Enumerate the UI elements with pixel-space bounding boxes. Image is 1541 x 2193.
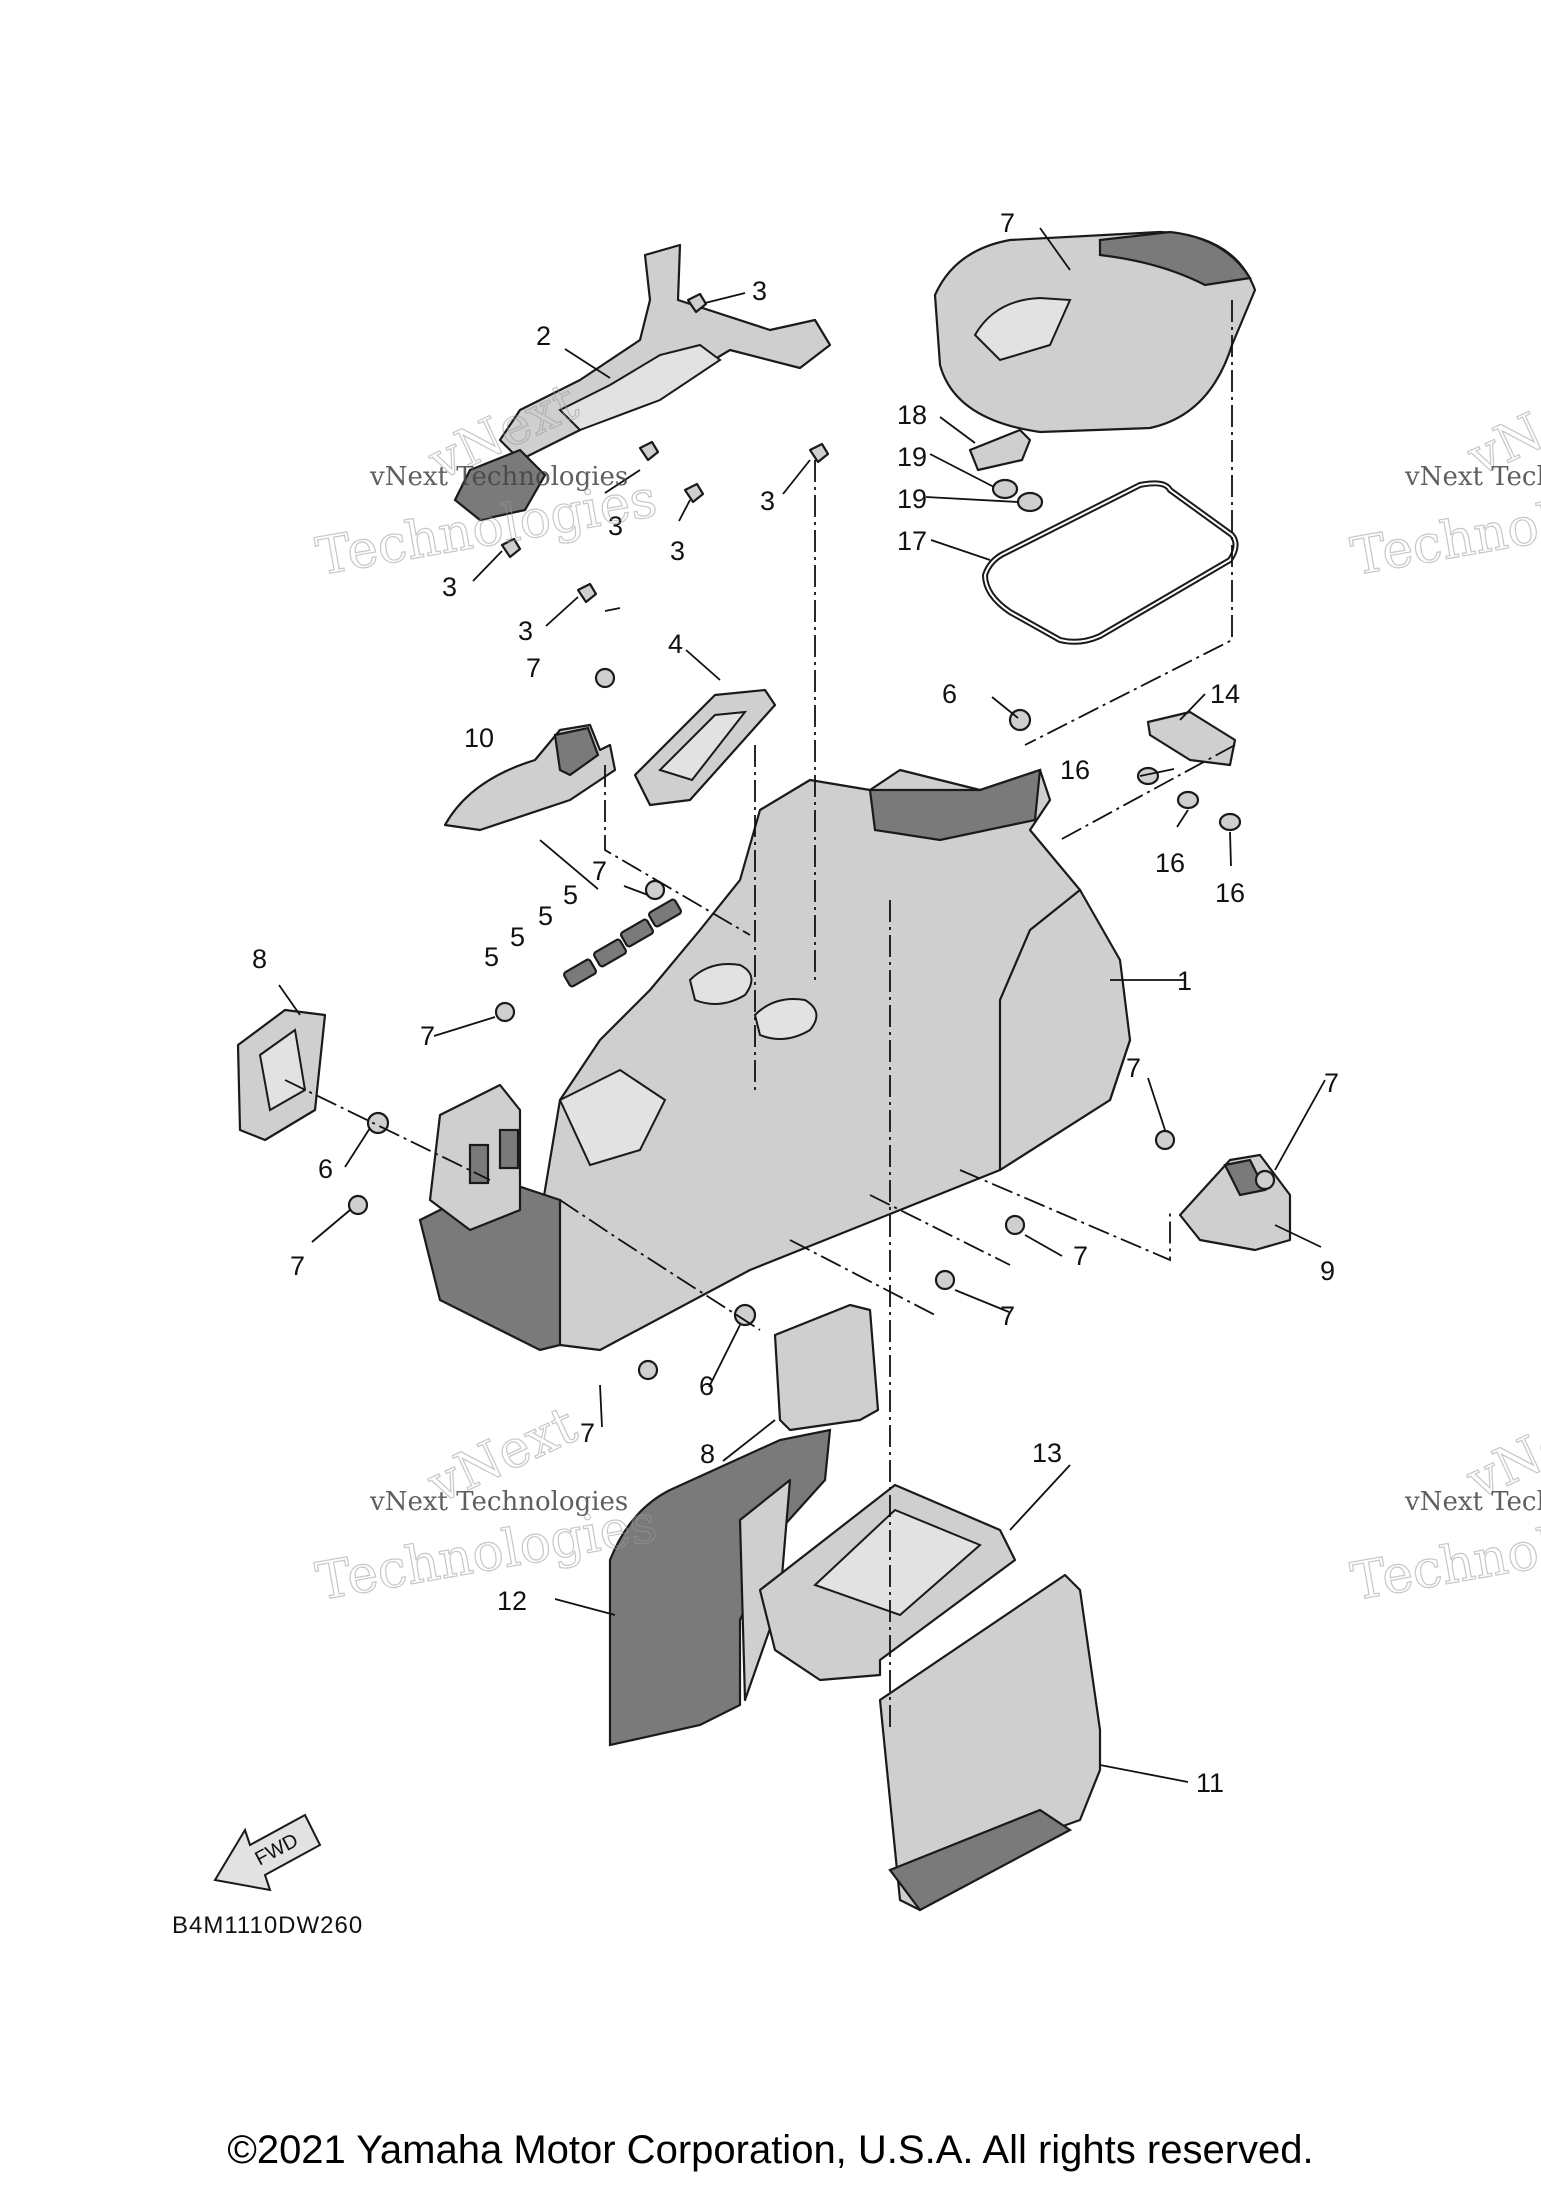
callout-7: 7: [290, 1251, 305, 1281]
callout-14: 14: [1210, 679, 1240, 709]
part-16-grommets: [1136, 766, 1242, 832]
watermark-2: vNext vNext Technologies Technologies: [1346, 367, 1541, 588]
callout-12: 12: [497, 1586, 527, 1616]
callout-8: 8: [252, 944, 267, 974]
svg-text:vNext Technologies: vNext Technologies: [369, 1487, 628, 1517]
callout-15: 7: [1000, 208, 1015, 238]
callout-9: 9: [1320, 1256, 1335, 1286]
callout-6: 6: [318, 1154, 333, 1184]
callout-3: 3: [752, 276, 767, 306]
part-5-switch-blanks: [563, 898, 682, 988]
copyright-notice: ©2021 Yamaha Motor Corporation, U.S.A. A…: [227, 2128, 1314, 2172]
part-8-lower-panel: [773, 1303, 880, 1432]
callout-13: 13: [1032, 1438, 1062, 1468]
svg-text:vNext Technologies: vNext Technologies: [369, 462, 628, 492]
callout-7: 7: [1073, 1241, 1088, 1271]
callout-5: 5: [538, 901, 553, 931]
callout-7: 7: [580, 1418, 595, 1448]
part-6-fasteners: [366, 708, 1032, 1327]
part-4-switch-panel: [633, 688, 777, 807]
part-15-console-lid: [933, 230, 1257, 434]
callout-2: 2: [536, 321, 551, 351]
callout-labels: 7 2 3 3 3 3 3 3 4 7 10 18 19 19 17 6 14 …: [252, 208, 1339, 1798]
callout-3: 3: [442, 572, 457, 602]
callout-4: 4: [668, 629, 683, 659]
part-10-shift-cover: [443, 723, 617, 832]
svg-text:vNext Technologies: vNext Technologies: [1404, 462, 1541, 492]
callout-5: 5: [484, 942, 499, 972]
drawing-code: B4M1110DW260: [172, 1912, 364, 1939]
callout-16: 16: [1215, 878, 1245, 908]
callout-10: 10: [464, 723, 494, 753]
part-8-left-panel: [236, 1008, 327, 1142]
callout-7: 7: [592, 856, 607, 886]
part-13-storage-tray: [758, 1483, 1017, 1682]
callout-3: 3: [608, 511, 623, 541]
fwd-direction-arrow: FWD: [213, 1813, 322, 1892]
callout-16: 16: [1155, 848, 1185, 878]
callout-6: 6: [942, 679, 957, 709]
part-3-clips: [500, 292, 830, 604]
callout-5: 5: [510, 922, 525, 952]
part-18-latch: [968, 428, 1032, 472]
part-11-right-side-panel: [878, 1573, 1102, 1912]
callout-16: 16: [1060, 755, 1090, 785]
callout-7: 7: [1324, 1068, 1339, 1098]
callout-7: 7: [1126, 1053, 1141, 1083]
callout-8: 8: [700, 1439, 715, 1469]
callout-17: 17: [897, 526, 927, 556]
callout-7: 7: [1000, 1301, 1015, 1331]
callout-3: 3: [518, 616, 533, 646]
callout-19: 19: [897, 484, 927, 514]
callout-3: 3: [760, 486, 775, 516]
leader-lines: [278, 227, 1326, 1783]
callout-7: 7: [526, 653, 541, 683]
callout-19: 19: [897, 442, 927, 472]
part-19-clips: [991, 478, 1044, 513]
callout-1: 1: [1177, 966, 1192, 996]
callout-11: 11: [1196, 1768, 1224, 1798]
part-14-bracket: [1146, 710, 1237, 767]
part-7-screws: [347, 667, 1276, 1381]
part-2-upper-bracket: [453, 243, 832, 522]
part-9-rear-cover: [1178, 1153, 1292, 1252]
watermark-4: vNext vNext Technologies Technologies: [1346, 1390, 1541, 1613]
callout-18: 18: [897, 400, 927, 430]
callout-5: 5: [563, 880, 578, 910]
svg-text:vNext Technologies: vNext Technologies: [1404, 1487, 1541, 1517]
callout-3: 3: [670, 536, 685, 566]
assembly-lines: [284, 300, 1236, 1730]
watermark-3: vNext vNext Technologies Technologies: [311, 1395, 662, 1614]
part-1-center-console: [418, 768, 1132, 1352]
callout-7: 7: [420, 1021, 435, 1051]
callout-6: 6: [699, 1371, 714, 1401]
